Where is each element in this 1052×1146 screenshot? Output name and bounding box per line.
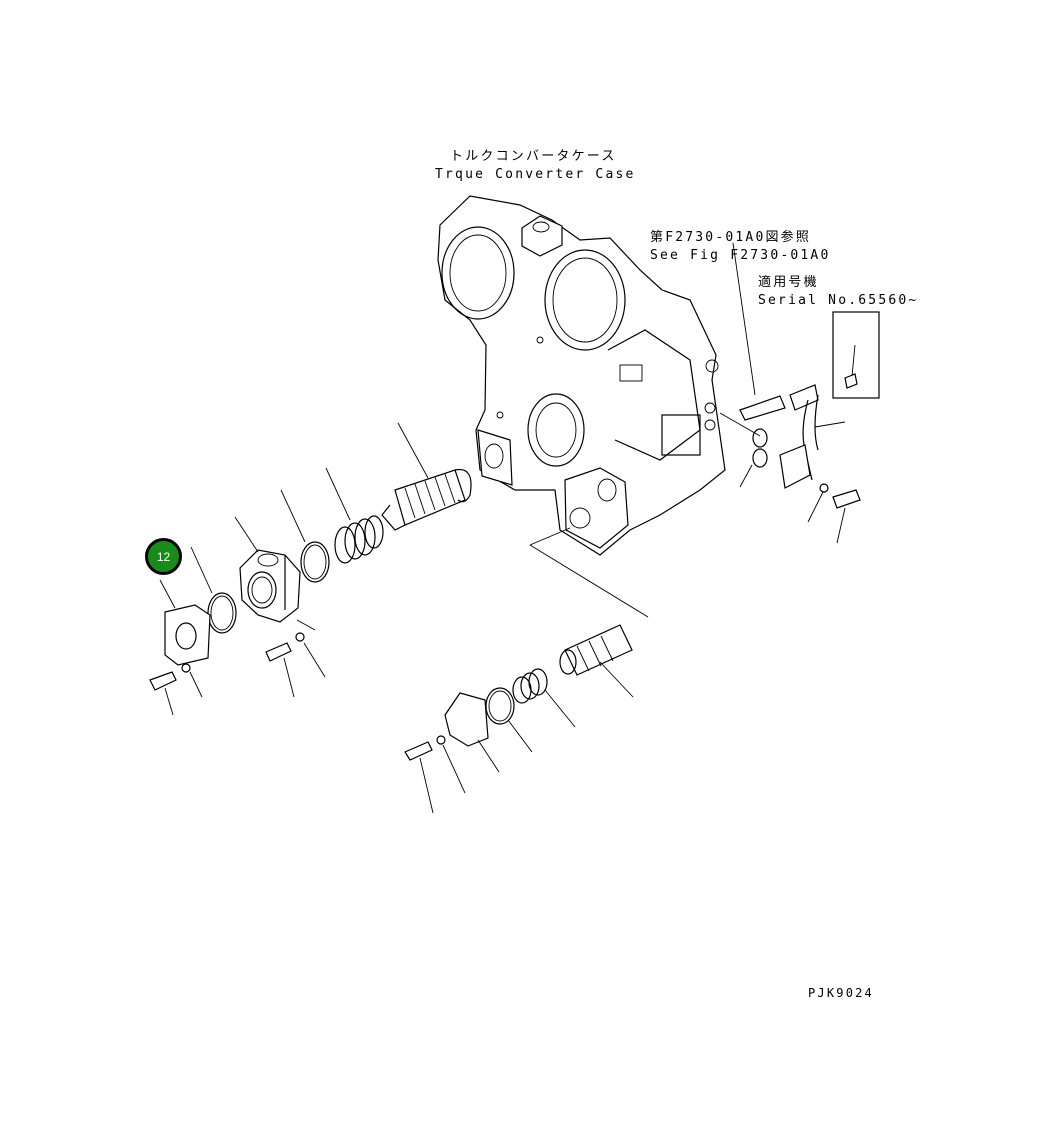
drawing-code: PJK9024	[808, 986, 874, 1000]
serial-label-jp: 適用号機	[758, 275, 819, 290]
see-fig-label-en: See Fig F2730-01A0	[650, 248, 831, 263]
serial-label-en: Serial No.65560~	[758, 293, 919, 308]
left-cover-parts	[149, 592, 305, 691]
upper-filter-assembly	[300, 468, 472, 583]
callout-number: 12	[156, 549, 171, 564]
leader-lines	[159, 242, 856, 814]
case-label-en: Trque Converter Case	[435, 167, 636, 182]
torque-converter-case	[437, 195, 726, 556]
callout-badge-12[interactable]: 12	[145, 538, 182, 575]
see-fig-label-jp: 第F2730-01A0図参照	[650, 230, 812, 245]
filter-housing	[239, 549, 301, 623]
lower-filter-assembly	[404, 624, 633, 761]
pipe-assembly	[739, 311, 880, 509]
case-label-jp: トルクコンバータケース	[450, 149, 617, 164]
